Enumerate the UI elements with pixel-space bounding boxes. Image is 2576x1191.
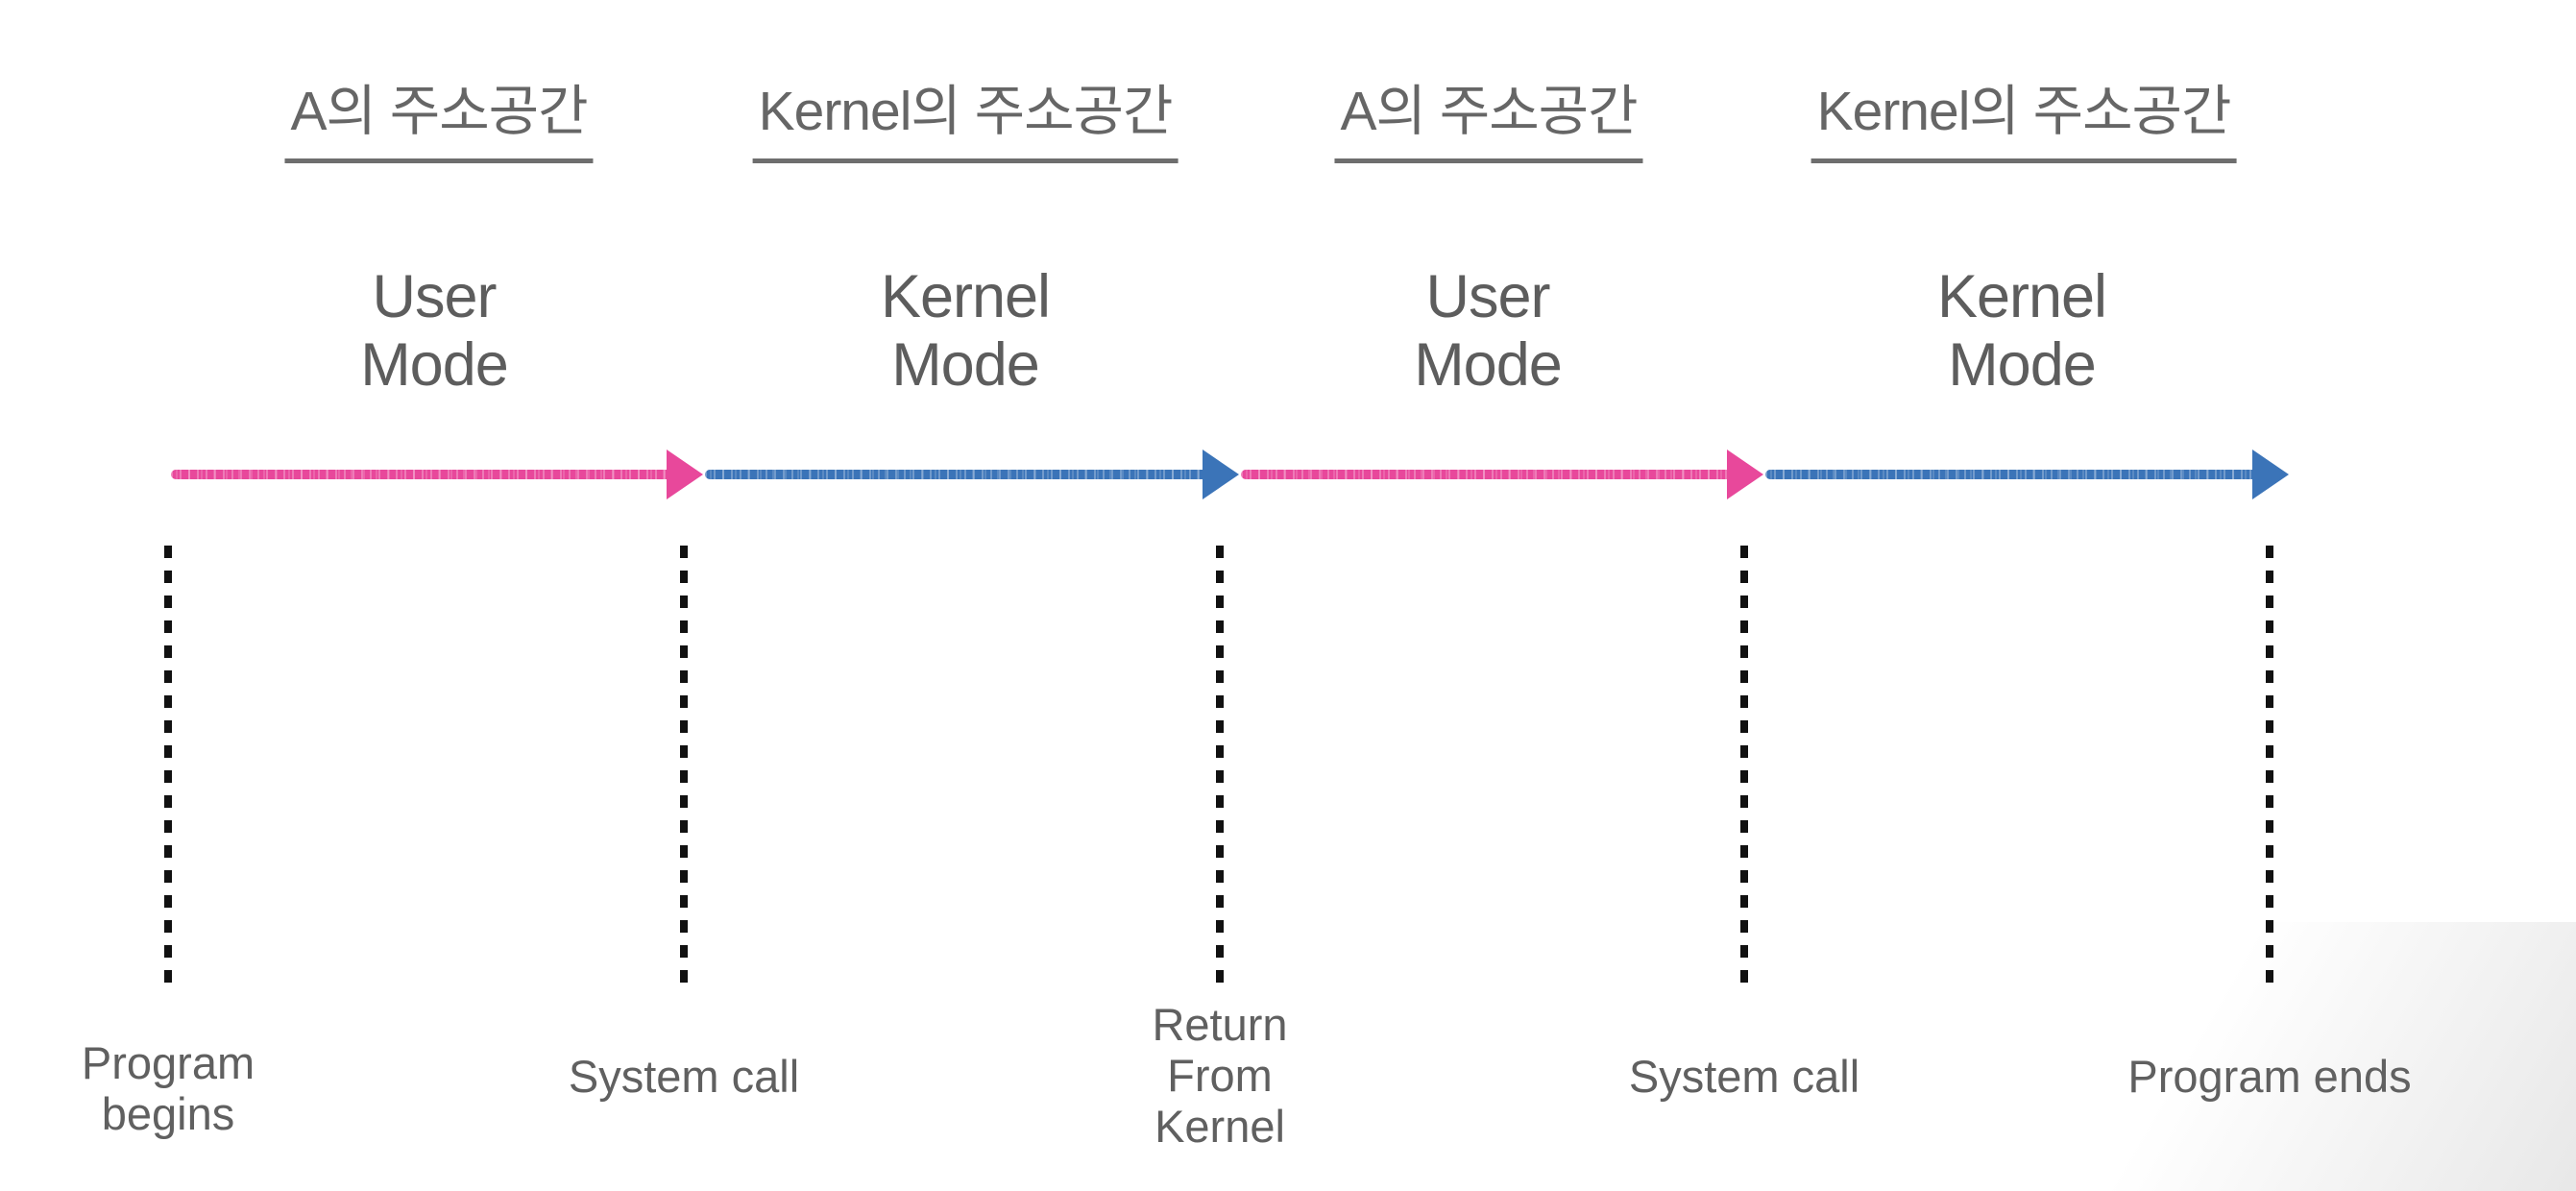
timeline-segment-kernel-1 [705,470,1212,479]
event-label-line: System call [1628,1051,1860,1102]
mode-label-kernel-2: Kernel Mode [1936,263,2107,400]
mode-label-line: Mode [1414,331,1563,399]
event-label-line: begins [101,1088,235,1139]
address-space-header-1: A의 주소공간 [284,67,594,163]
event-label-line: Return [1152,999,1288,1050]
mode-label-user-2: User Mode [1414,263,1563,400]
event-boundary-line-4 [1740,546,1748,987]
arrowhead-icon [1203,450,1239,499]
timeline-segment-user-2 [1241,470,1737,479]
mode-label-line: Kernel [1936,263,2107,330]
address-space-header-2: Kernel의 주소공간 [752,67,1179,163]
address-space-header-3: A의 주소공간 [1334,67,1643,163]
mode-label-line: Kernel [880,263,1051,330]
event-boundary-line-5 [2266,546,2273,987]
address-space-header-4: Kernel의 주소공간 [1810,67,2237,163]
event-label-line: Kernel [1154,1101,1285,1152]
mode-label-line: User [1425,263,1550,330]
arrowhead-icon [1727,450,1763,499]
arrowhead-icon [2252,450,2289,499]
event-label-program-begins: Program begins [82,1037,255,1139]
mode-label-line: Mode [1948,331,2097,399]
event-boundary-line-3 [1216,546,1224,987]
event-label-line: From [1167,1050,1273,1101]
event-label-return-from-kernel: Return From Kernel [1152,999,1287,1152]
timeline-segment-kernel-2 [1765,470,2262,479]
mode-label-line: Mode [891,331,1040,399]
event-boundary-line-2 [680,546,688,987]
mode-label-kernel-1: Kernel Mode [880,263,1051,400]
event-label-line: Program [81,1037,255,1088]
mode-label-user-1: User Mode [360,263,509,400]
mode-label-line: User [372,263,497,330]
event-label-line: System call [568,1051,800,1102]
event-label-system-call-2: System call [1629,1051,1859,1102]
event-boundary-line-1 [164,546,172,987]
arrowhead-icon [667,450,703,499]
timeline-segment-user-1 [171,470,676,479]
event-label-line: Program ends [2127,1051,2412,1102]
event-label-program-ends: Program ends [2127,1051,2411,1102]
mode-label-line: Mode [360,331,509,399]
event-label-system-call-1: System call [569,1051,799,1102]
